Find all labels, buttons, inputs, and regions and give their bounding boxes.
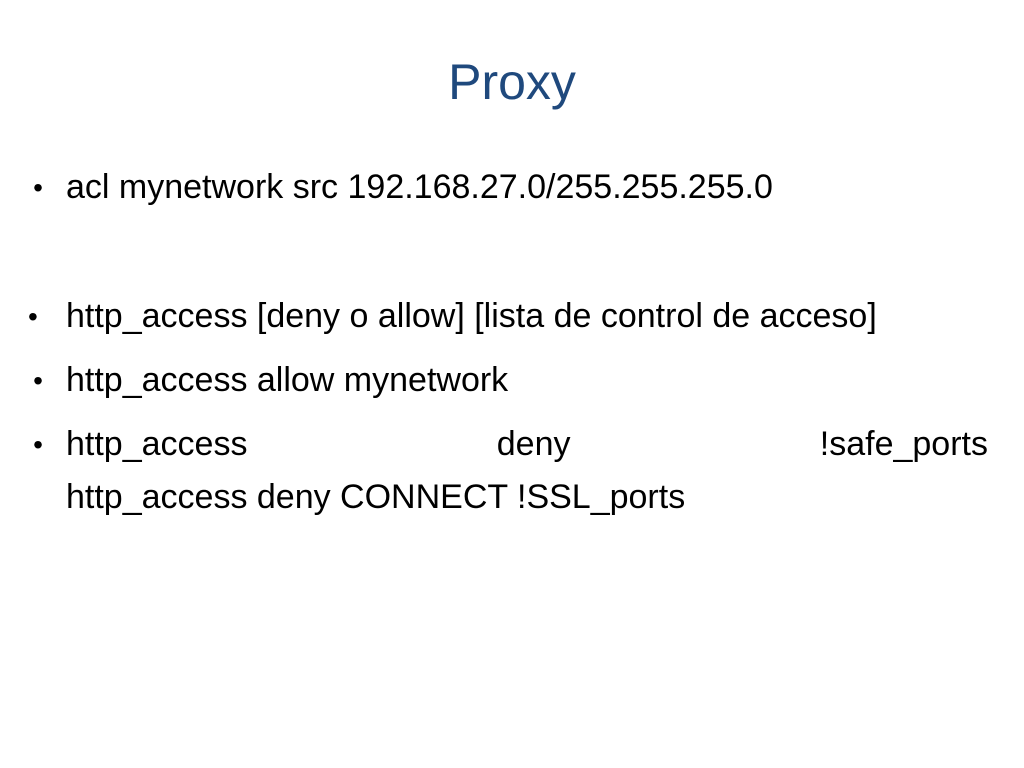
bullet-word: http_access — [66, 425, 248, 463]
bullet-item-http-access-syntax: • http_access [deny o allow] [lista de c… — [28, 290, 988, 343]
bullet-dot-icon: • — [33, 429, 43, 460]
bullet-dot-icon: • — [28, 301, 38, 332]
bullet-text: acl mynetwork src 192.168.27.0/255.255.2… — [66, 168, 773, 206]
bullet-word: deny — [496, 425, 571, 463]
bullet-text: http_access allow mynetwork — [66, 361, 509, 399]
bullet-item-acl: • acl mynetwork src 192.168.27.0/255.255… — [28, 161, 988, 214]
slide-title: Proxy — [448, 54, 576, 110]
bullet-list: • acl mynetwork src 192.168.27.0/255.255… — [28, 161, 988, 535]
bullet-word: !safe_ports — [819, 425, 988, 463]
bullet-line-2: http_access deny CONNECT !SSL_ports — [66, 478, 686, 516]
bullet-text: http_access [deny o allow] [lista de con… — [66, 297, 877, 335]
bullet-item-allow-mynetwork: • http_access allow mynetwork — [28, 354, 988, 407]
bullet-dot-icon: • — [33, 172, 43, 203]
bullet-line-1: http_access deny !safe_ports — [66, 418, 988, 471]
bullet-item-deny-ports: • http_access deny !safe_ports http_acce… — [28, 418, 988, 524]
bullet-dot-icon: • — [33, 365, 43, 396]
